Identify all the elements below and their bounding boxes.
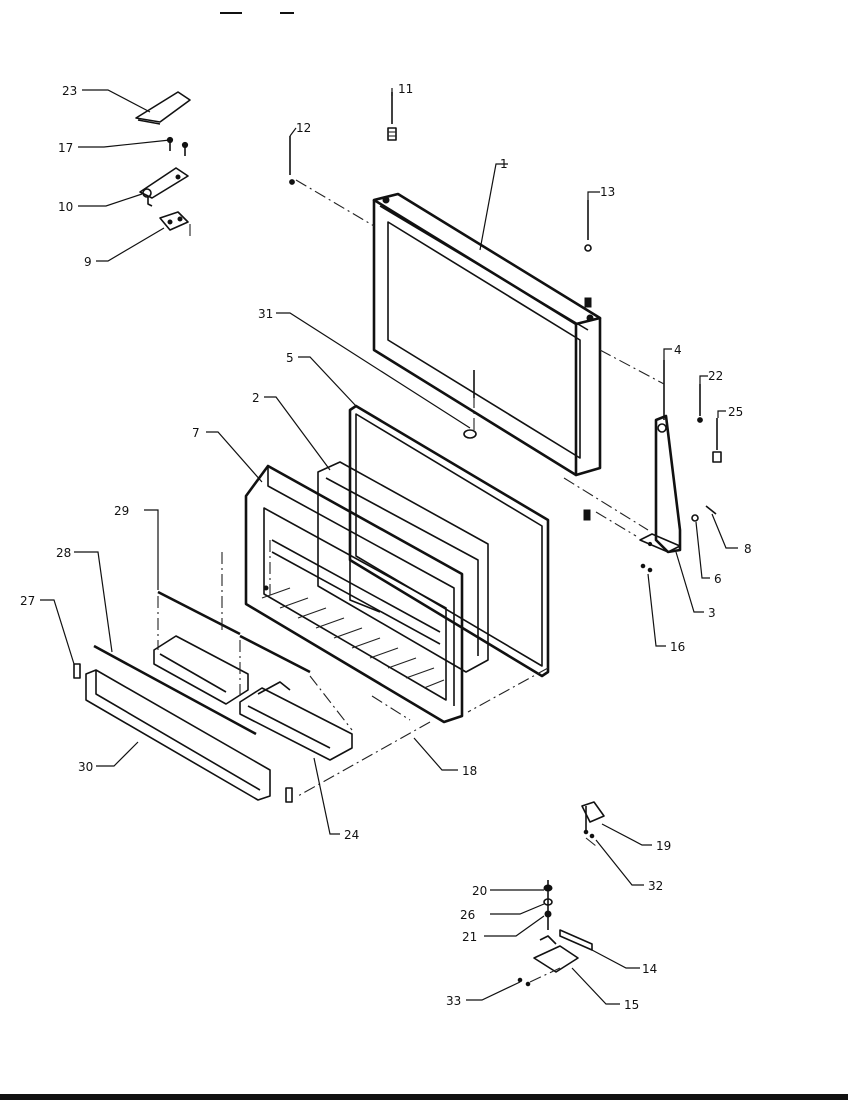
callout-20: 20 — [472, 884, 487, 898]
door-gasket-2 — [317, 461, 489, 673]
callout-32: 32 — [648, 879, 663, 893]
callout-14: 14 — [642, 962, 657, 976]
callout-1: 1 — [500, 157, 508, 171]
screws-32 — [583, 829, 595, 839]
door-panel-5 — [348, 404, 550, 678]
clip-bottom — [285, 787, 293, 803]
door-bin-small — [153, 635, 249, 705]
screw-25 — [712, 418, 722, 463]
callout-10: 10 — [58, 200, 73, 214]
leader-lines — [40, 88, 738, 1005]
top-edge-marks-svg — [220, 12, 294, 14]
callout-27: 27 — [20, 594, 35, 608]
screw-8 — [705, 505, 717, 515]
callout-30: 30 — [78, 760, 93, 774]
shelf-rail-mid — [239, 634, 311, 674]
stack-20-26-21 — [543, 880, 553, 930]
callout-9: 9 — [84, 255, 92, 269]
screw-11 — [387, 92, 397, 141]
callout-33: 33 — [446, 994, 461, 1008]
door-liner-7 — [244, 464, 464, 724]
callout-16: 16 — [670, 640, 685, 654]
callout-4: 4 — [674, 343, 682, 357]
hinge-cover-23 — [135, 91, 191, 125]
shelf-rail-28 — [93, 644, 257, 736]
screws-33 — [517, 977, 531, 987]
hinge-screws-17 — [166, 136, 189, 156]
callout-13: 13 — [600, 185, 615, 199]
callout-11: 11 — [398, 82, 413, 96]
washer-6 — [691, 514, 699, 522]
top-edge-marks — [220, 0, 300, 14]
callout-25: 25 — [728, 405, 743, 419]
callout-29: 29 — [114, 504, 129, 518]
callout-2: 2 — [252, 391, 260, 405]
callout-28: 28 — [56, 546, 71, 560]
door-frame-1 — [372, 192, 602, 477]
callout-19: 19 — [656, 839, 671, 853]
washer-22 — [697, 384, 703, 423]
callout-7: 7 — [192, 426, 200, 440]
door-bin-24 — [239, 681, 353, 761]
screw-12 — [289, 136, 295, 185]
callout-6: 6 — [714, 572, 722, 586]
callout-labels: 23 17 10 9 11 12 1 13 31 5 2 7 29 28 27 … — [20, 82, 752, 1012]
callout-22: 22 — [708, 369, 723, 383]
bolt-bottom — [583, 509, 591, 521]
callout-18: 18 — [462, 764, 477, 778]
callout-8: 8 — [744, 542, 752, 556]
bracket-19 — [581, 801, 605, 830]
page-bottom-rule — [0, 1094, 848, 1100]
door-stop-31 — [463, 370, 477, 439]
top-hinge-10 — [139, 167, 189, 207]
hinge-plate-9 — [159, 211, 189, 231]
shelf-rail-29 — [157, 590, 241, 636]
callout-17: 17 — [58, 141, 73, 155]
lower-hinge-15 — [533, 935, 579, 973]
callout-3: 3 — [708, 606, 716, 620]
callout-12: 12 — [296, 121, 311, 135]
callout-23: 23 — [62, 84, 77, 98]
callout-5: 5 — [286, 351, 294, 365]
callout-24: 24 — [344, 828, 359, 842]
hinge-bracket-3 — [639, 414, 682, 554]
callout-21: 21 — [462, 930, 477, 944]
screw-13 — [584, 200, 592, 308]
callout-31: 31 — [258, 307, 273, 321]
bottom-shelf-30 — [85, 669, 271, 801]
callout-15: 15 — [624, 998, 639, 1012]
end-cap-27 — [73, 663, 81, 679]
hinge-cam-14 — [559, 929, 593, 951]
callout-26: 26 — [460, 908, 475, 922]
screws-16 — [640, 563, 653, 573]
